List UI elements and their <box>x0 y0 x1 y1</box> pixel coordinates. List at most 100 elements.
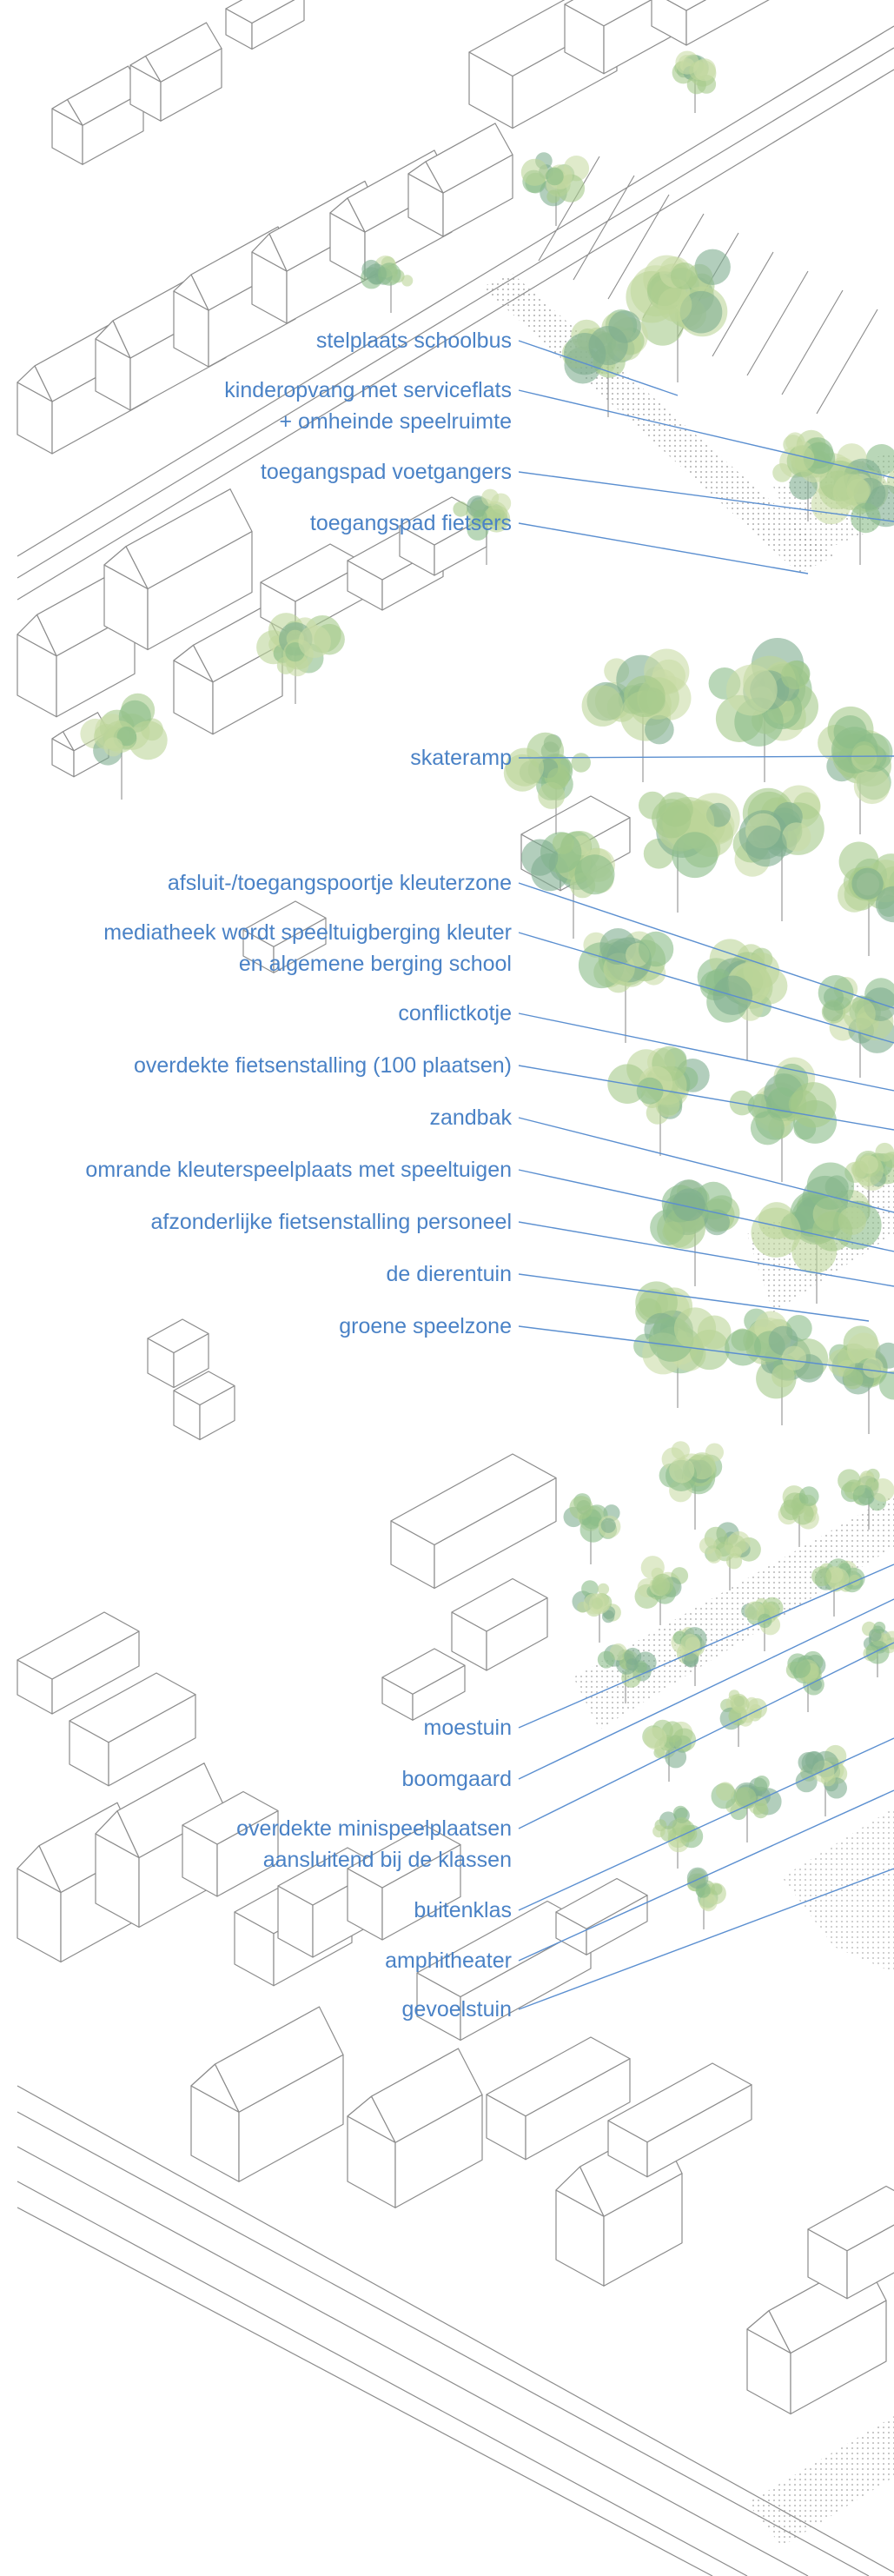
paved-path <box>782 1808 894 1973</box>
label-text: overdekte fietsenstalling (100 plaatsen) <box>134 1053 512 1078</box>
tree-icon <box>686 1867 726 1929</box>
leader-line <box>518 340 679 396</box>
building <box>486 2036 631 2161</box>
label-conflictkotje: conflictkotje <box>398 998 512 1029</box>
leader-line <box>518 1789 894 1962</box>
building <box>17 1611 140 1715</box>
road-line <box>17 2181 748 2576</box>
label-text: buitenklas <box>414 1898 512 1922</box>
building <box>390 1453 557 1590</box>
leader-lines <box>518 340 894 2010</box>
leader-line <box>518 1642 894 1829</box>
tree-icon <box>672 50 717 113</box>
leader-line <box>518 389 894 479</box>
leader-line <box>518 1169 894 1252</box>
leader-line <box>518 1221 894 1287</box>
tree-icon <box>725 1308 829 1425</box>
label-text: groene speelzone <box>339 1314 512 1338</box>
building <box>225 0 305 50</box>
label-text: moestuin <box>423 1716 512 1740</box>
label-buitenklas: buitenklas <box>414 1895 512 1926</box>
building <box>607 2062 752 2178</box>
label-line-1: overdekte minispeelplaatsen <box>236 1816 512 1841</box>
tree-icon <box>818 975 894 1078</box>
tree-icon <box>699 1522 761 1590</box>
label-gevoelstuin: gevoelstuin <box>402 1994 512 2025</box>
leader-line <box>518 1065 894 1131</box>
label-groene-speelzone: groene speelzone <box>339 1311 512 1342</box>
label-fietsenstalling: overdekte fietsenstalling (100 plaatsen) <box>134 1050 512 1081</box>
leader-line <box>518 1273 870 1322</box>
label-poortje-kleuterzone: afsluit-/toegangspoortje kleuterzone <box>168 867 512 899</box>
leader-line <box>518 1868 894 2010</box>
tree-icon <box>572 1580 621 1643</box>
tree-icon <box>729 1057 838 1182</box>
label-mediatheek: mediatheek wordt speeltuigberging kleute… <box>103 917 512 979</box>
label-text: afzonderlijke fietsenstalling personeel <box>150 1210 512 1234</box>
road-line <box>17 69 894 601</box>
buildings <box>17 0 894 2415</box>
tree-icon <box>659 1441 725 1530</box>
paved-path <box>747 2416 894 2546</box>
building <box>242 900 327 973</box>
label-text: toegangspad voetgangers <box>260 460 512 484</box>
leader-line <box>518 471 894 522</box>
label-toegangspad-fietsers: toegangspad fietsers <box>310 508 512 539</box>
tree-icon <box>697 939 788 1060</box>
tree-icon <box>838 841 894 956</box>
parking-line <box>746 270 809 376</box>
tree-icon <box>732 785 824 921</box>
leader-line <box>518 1598 894 1780</box>
tree-icon <box>862 1621 894 1677</box>
building <box>190 2006 344 2182</box>
tree-icon <box>633 1281 732 1408</box>
leader-line <box>518 522 809 574</box>
tree-icon <box>626 249 731 382</box>
leader-line <box>518 1117 894 1213</box>
parking-line <box>607 194 670 300</box>
paved-areas <box>482 274 894 2546</box>
leader-line <box>518 1012 894 1092</box>
tree-icon <box>772 429 836 521</box>
label-skateramp: skateramp <box>410 742 512 773</box>
tree-icon <box>561 309 648 417</box>
label-line-2: aansluitend bij de klassen <box>262 1848 512 1872</box>
leader-line <box>518 1564 894 1729</box>
tree-icon <box>795 1744 848 1816</box>
road-line <box>17 2146 809 2576</box>
leader-line <box>518 1737 894 1911</box>
parking-line <box>573 175 635 281</box>
parking-line <box>781 289 844 395</box>
road-line <box>17 2085 894 2573</box>
road-line <box>17 47 894 579</box>
label-line-1: kinderopvang met serviceflats <box>224 378 512 402</box>
road-line <box>17 2207 713 2576</box>
leader-line <box>518 882 894 1009</box>
building <box>129 22 222 122</box>
paved-path <box>573 1495 894 1730</box>
tree-icon <box>634 1556 689 1625</box>
label-text: skateramp <box>410 746 512 770</box>
label-amphitheater: amphitheater <box>385 1945 512 1976</box>
building <box>182 1790 279 1897</box>
building <box>555 1877 648 1955</box>
leader-line <box>518 1325 894 1374</box>
tree-icon <box>563 1493 621 1564</box>
parking-line <box>712 251 774 357</box>
tree-icon <box>361 256 414 313</box>
tree-icon <box>751 1162 882 1304</box>
tree-icon <box>828 1325 894 1434</box>
tree-icon <box>80 693 168 800</box>
building <box>347 1824 461 1941</box>
label-text: amphitheater <box>385 1949 512 1973</box>
label-text: toegangspad fietsers <box>309 511 512 535</box>
label-text: afsluit-/toegangspoortje kleuterzone <box>167 871 512 895</box>
parking-line <box>538 156 600 262</box>
label-text: de dierentuin <box>386 1262 512 1286</box>
label-kleuterspeelplaats: omrande kleuterspeelplaats met speeltuig… <box>85 1154 512 1185</box>
tree-icon <box>581 648 692 782</box>
tree-icon <box>503 732 591 834</box>
tree-icon <box>597 1643 657 1703</box>
building <box>807 2185 894 2300</box>
tree-icon <box>810 443 894 565</box>
